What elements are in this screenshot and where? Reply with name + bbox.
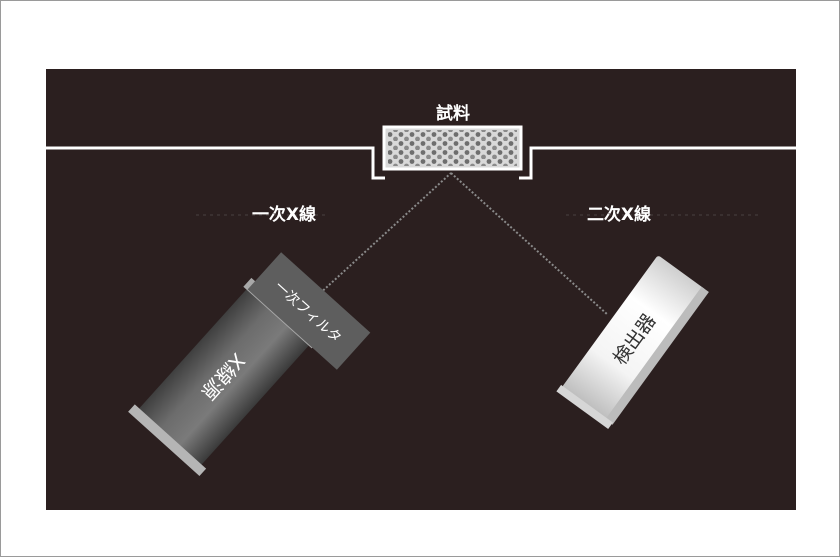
detector: 検出器 [556, 256, 709, 430]
xrf-diagram-svg: X線源 一次フィルタ 検出器 試料 一次X線 二次X線 [46, 103, 796, 477]
xrf-diagram: X線源 一次フィルタ 検出器 試料 一次X線 二次X線 [46, 69, 796, 510]
sample-holder-outline-right [519, 146, 796, 180]
sample-texture [388, 130, 517, 166]
sample-holder-outline [46, 146, 385, 180]
primary-xray-label: 一次X線 [252, 204, 316, 225]
sample-label: 試料 [436, 103, 470, 124]
secondary-xray-label: 二次X線 [587, 204, 651, 225]
primary-xray-beam [278, 172, 452, 332]
secondary-xray-beam [450, 172, 609, 316]
